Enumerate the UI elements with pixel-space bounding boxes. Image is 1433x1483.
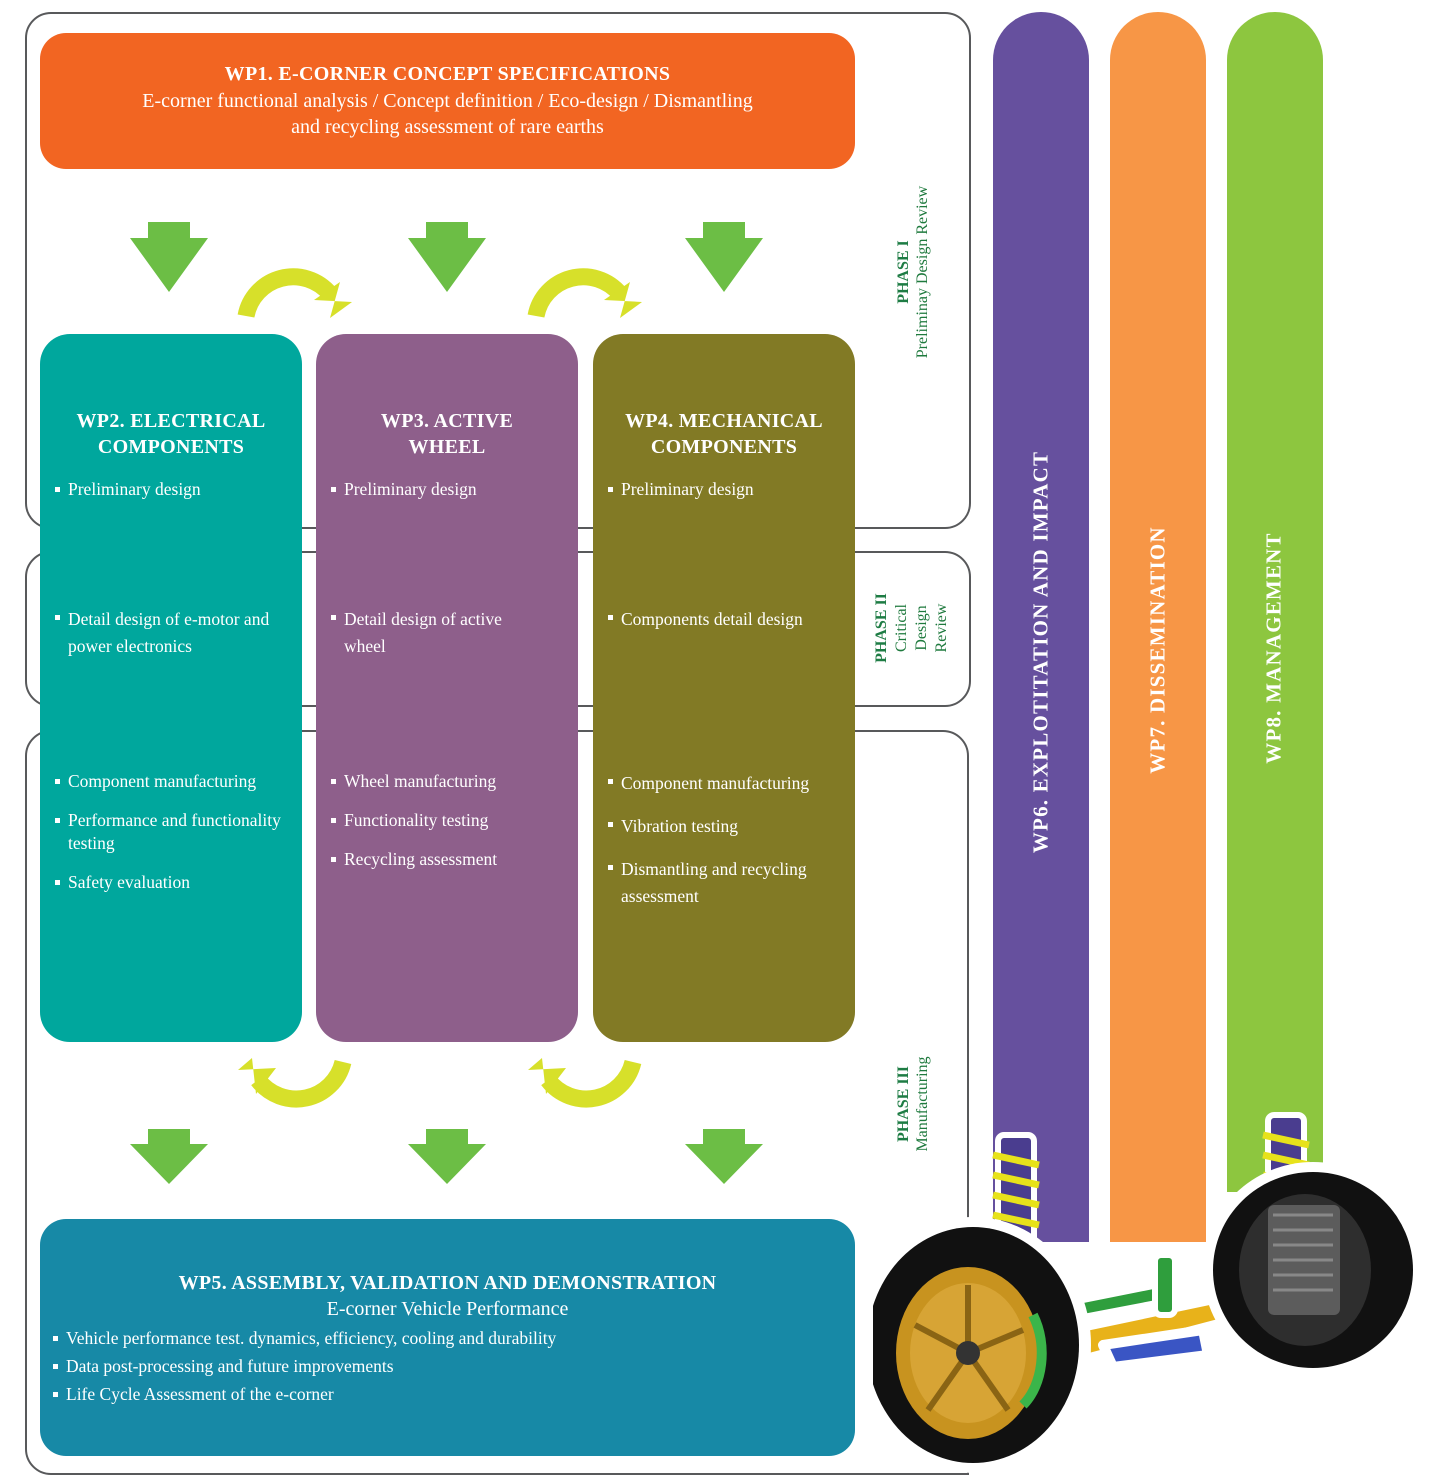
curve-arrow-bottom-2 — [541, 1059, 642, 1108]
wp4-title: WP4. MECHANICAL COMPONENTS — [593, 408, 855, 460]
list-item: Performance and functionality testing — [42, 809, 296, 855]
curve-arrowhead-top-2 — [604, 282, 642, 318]
wp2-title: WP2. ELECTRICAL COMPONENTS — [40, 408, 302, 460]
phase-2-sub-review: Review — [933, 603, 950, 653]
down-arrow-top-2 — [408, 222, 486, 292]
wp5-title: WP5. ASSEMBLY, VALIDATION AND DEMONSTRAT… — [178, 1272, 717, 1294]
list-item: Vibration testing — [595, 813, 831, 840]
curve-arrowhead-bottom-1 — [238, 1058, 276, 1094]
down-arrow-bottom-3 — [685, 1129, 763, 1184]
list-item: Preliminary design — [318, 478, 572, 501]
phase-2-label: PHASE II Critical Design Review — [872, 593, 952, 663]
wp3-title-line2: WHEEL — [408, 436, 486, 458]
list-item: Component manufacturing — [595, 770, 831, 797]
list-item: Functionality testing — [318, 809, 572, 832]
wp2-title-line2: COMPONENTS — [97, 436, 245, 458]
list-item: Wheel manufacturing — [318, 770, 572, 793]
wp2-phase2-list: Detail design of e-motor and power elect… — [42, 606, 296, 676]
wp2-column: WP2. ELECTRICAL COMPONENTS Preliminary d… — [40, 334, 302, 1042]
curve-arrowhead-bottom-2 — [528, 1058, 566, 1094]
wp3-column: WP3. ACTIVE WHEEL Preliminary design Det… — [316, 334, 578, 1042]
wp2-phase1-list: Preliminary design — [42, 478, 296, 517]
list-item: Components detail design — [595, 606, 815, 633]
wp1-line2: and recycling assessment of rare earths — [291, 116, 604, 138]
list-item: Vehicle performance test. dynamics, effi… — [40, 1327, 840, 1350]
down-arrow-bottom-1 — [130, 1129, 208, 1184]
curve-arrowhead-top-1 — [314, 282, 352, 318]
wp7-label: WP7. DISSEMINATION — [1145, 526, 1170, 774]
right-wheel — [1203, 1162, 1423, 1378]
phase-1-subtitle: Preliminay Design Review — [914, 185, 931, 359]
wp3-title-line1: WP3. ACTIVE — [380, 410, 514, 432]
phase-2-title: PHASE II — [873, 593, 890, 663]
wp5-box: WP5. ASSEMBLY, VALIDATION AND DEMONSTRAT… — [40, 1219, 855, 1456]
wp1-line1: E-corner functional analysis / Concept d… — [142, 90, 753, 112]
list-item: Life Cycle Assessment of the e-corner — [40, 1383, 840, 1406]
wp8-label: WP8. MANAGEMENT — [1261, 532, 1286, 764]
list-item: Data post-processing and future improvem… — [40, 1355, 840, 1378]
wp6-bar — [993, 12, 1089, 1242]
down-arrow-top-3 — [685, 222, 763, 292]
down-arrow-bottom-2 — [408, 1129, 486, 1184]
list-item: Recycling assessment — [318, 848, 572, 871]
list-item: Dismantling and recycling assessment — [595, 856, 831, 910]
wp2-phase3-list: Component manufacturing Performance and … — [42, 770, 296, 910]
e-corner-vehicle-illustration — [873, 1112, 1423, 1473]
phase-1-label: PHASE I Preliminay Design Review — [894, 186, 932, 358]
wp3-phase1-list: Preliminary design — [318, 478, 572, 517]
wp4-title-line2: COMPONENTS — [650, 436, 798, 458]
wp3-title: WP3. ACTIVE WHEEL — [316, 408, 578, 460]
list-item: Preliminary design — [595, 478, 849, 501]
wp5-list: Vehicle performance test. dynamics, effi… — [40, 1327, 840, 1411]
wp3-phase3-list: Wheel manufacturing Functionality testin… — [318, 770, 572, 887]
wp1-box: WP1. E-CORNER CONCEPT SPECIFICATIONS E-c… — [40, 33, 855, 169]
phase-1-title: PHASE I — [895, 240, 912, 304]
wp4-phase3-list: Component manufacturing Vibration testin… — [595, 770, 831, 926]
steering-rod — [1152, 1252, 1178, 1318]
phase-2-sub-critical: Critical — [893, 604, 910, 652]
wp6-label: WP6. EXPLOTITATION AND IMPACT — [1028, 450, 1053, 854]
list-item: Detail design of active wheel — [318, 606, 548, 660]
list-item: Preliminary design — [42, 478, 296, 501]
wp4-phase1-list: Preliminary design — [595, 478, 849, 517]
curve-arrow-bottom-1 — [251, 1059, 352, 1108]
wp1-title: WP1. E-CORNER CONCEPT SPECIFICATIONS — [224, 63, 671, 85]
list-item: Detail design of e-motor and power elect… — [42, 606, 296, 660]
wp8-bar — [1227, 12, 1323, 1192]
wp4-title-line1: WP4. MECHANICAL — [625, 410, 823, 432]
down-arrow-top-1 — [130, 222, 208, 292]
curve-arrow-top-1 — [237, 268, 337, 318]
wp5-subtitle: E-corner Vehicle Performance — [326, 1298, 569, 1320]
wp7-bar — [1110, 12, 1206, 1242]
wp4-phase2-list: Components detail design — [595, 606, 815, 649]
wp3-phase2-list: Detail design of active wheel — [318, 606, 548, 676]
list-item: Safety evaluation — [42, 871, 296, 894]
wp4-column: WP4. MECHANICAL COMPONENTS Preliminary d… — [593, 334, 855, 1042]
left-wheel — [873, 1217, 1091, 1473]
phase-2-sub-design: Design — [913, 605, 930, 651]
flow-arrows — [130, 222, 763, 1184]
wp2-title-line1: WP2. ELECTRICAL — [76, 410, 266, 432]
list-item: Component manufacturing — [42, 770, 296, 793]
curve-arrow-top-2 — [527, 268, 627, 318]
